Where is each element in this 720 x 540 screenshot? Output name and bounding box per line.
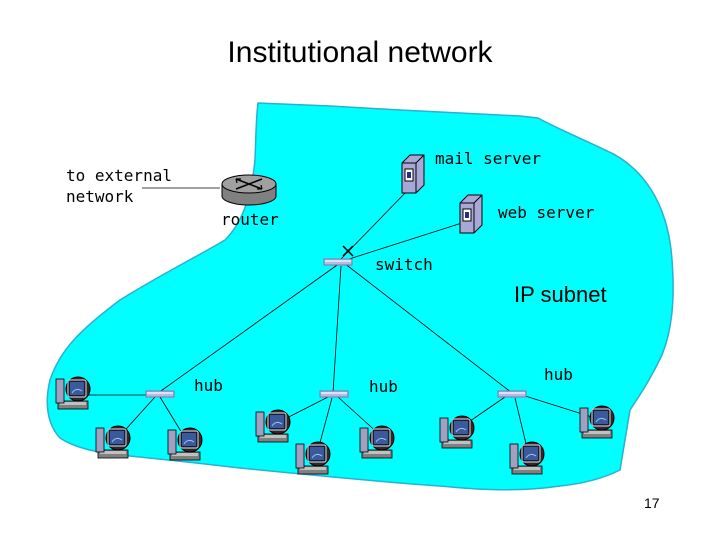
host-computer-icon	[509, 441, 545, 475]
host-computer-icon	[295, 441, 331, 475]
mail-server-icon	[401, 154, 425, 194]
switch-label: switch	[375, 255, 433, 274]
mail-server-label: mail server	[435, 149, 541, 168]
link-hub-right-pc2	[514, 397, 529, 453]
web-server-icon	[459, 194, 483, 234]
hub-right-icon	[497, 390, 527, 398]
host-computer-icon	[579, 405, 615, 439]
host-computer-icon	[359, 425, 395, 459]
hub-left-label: hub	[194, 376, 223, 395]
link-switch-hub-right	[343, 262, 513, 394]
router-icon	[221, 174, 277, 206]
hub-left-icon	[145, 390, 175, 398]
host-computer-icon	[95, 425, 131, 459]
link-switch-hub-middle	[332, 265, 342, 394]
hub-right-label: hub	[544, 365, 573, 384]
page-title: Institutional network	[227, 36, 493, 69]
external-network-label-line1: to external	[66, 166, 172, 185]
switch-cross-icon	[342, 245, 354, 257]
hub-middle-label: hub	[369, 377, 398, 396]
router-label: router	[221, 210, 279, 229]
web-server-label: web server	[498, 203, 595, 222]
link-hub-middle-pc2	[317, 397, 333, 451]
ip-subnet-label: IP subnet	[514, 282, 607, 307]
host-computer-icon	[439, 415, 475, 449]
switch-icon	[323, 258, 353, 266]
link-switch-hub-left	[157, 262, 341, 394]
page-number: 17	[644, 495, 660, 511]
host-computer-icon	[167, 427, 203, 461]
hub-middle-icon	[319, 390, 349, 398]
link-switch-web	[345, 221, 466, 261]
host-computer-icon	[55, 376, 91, 410]
external-network-label-line2: network	[66, 187, 134, 206]
host-computer-icon	[255, 409, 291, 443]
